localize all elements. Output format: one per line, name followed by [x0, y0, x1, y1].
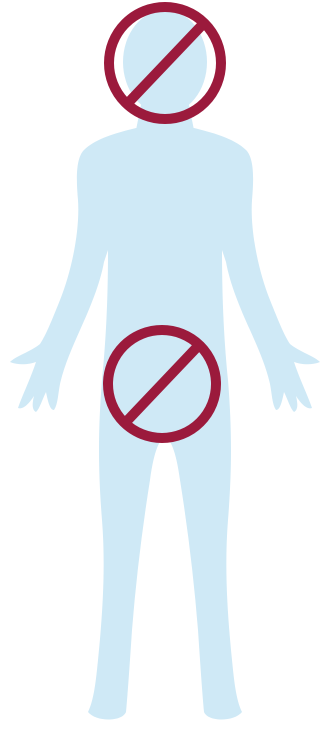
torso-shape — [10, 128, 320, 720]
